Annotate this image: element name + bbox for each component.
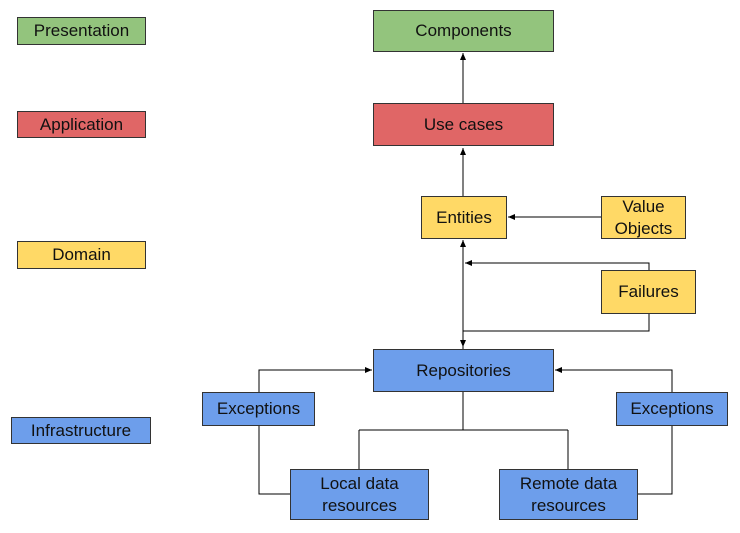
node-failures-label: Failures [618,282,679,301]
node-components: Components [373,10,554,52]
node-components-label: Components [415,21,512,40]
layer-infrastructure-label: Infrastructure [30,420,132,440]
layer-presentation-label: Presentation [33,21,130,40]
node-use-cases-label: Use cases [423,114,504,134]
layer-infrastructure: Infrastructure [11,417,151,444]
node-remote-data-line2: resources [531,495,606,515]
layer-application-label: Application [39,114,124,134]
node-exceptions-left-label: Exceptions [216,399,301,418]
line-remotedata-to-exceptions [638,426,673,495]
layer-presentation: Presentation [17,17,146,45]
node-value-objects: Value Objects [601,196,686,239]
node-entities: Entities [421,196,507,239]
line-repositories-to-data-resources [358,392,569,469]
node-exceptions-right: Exceptions [616,392,728,426]
node-remote-data-line1: Remote data [519,473,618,493]
node-entities-label: Entities [436,207,492,227]
arrow-exceptions-right-to-repositories [555,367,673,392]
layer-domain: Domain [17,241,146,269]
node-local-data-line1: Local data [320,473,399,493]
node-remote-data-resources: Remote data resources [499,469,638,520]
node-value-objects-line1: Value [622,196,665,216]
layer-domain-label: Domain [52,245,111,264]
node-value-objects-line2: Objects [614,218,673,238]
arrow-exceptions-left-to-repositories [258,367,372,392]
arrow-failures-to-entities [465,260,650,270]
node-local-data-resources: Local data resources [290,469,429,520]
line-localdata-to-exceptions [258,426,290,495]
node-local-data-line2: resources [322,495,397,515]
node-failures: Failures [601,270,696,314]
arrow-failures-to-repositories [460,314,650,347]
layer-application: Application [17,111,146,138]
node-use-cases: Use cases [373,103,554,146]
node-repositories-label: Repositories [416,360,511,380]
node-exceptions-right-label: Exceptions [630,399,714,418]
node-repositories: Repositories [373,349,554,392]
node-exceptions-left: Exceptions [202,392,315,426]
